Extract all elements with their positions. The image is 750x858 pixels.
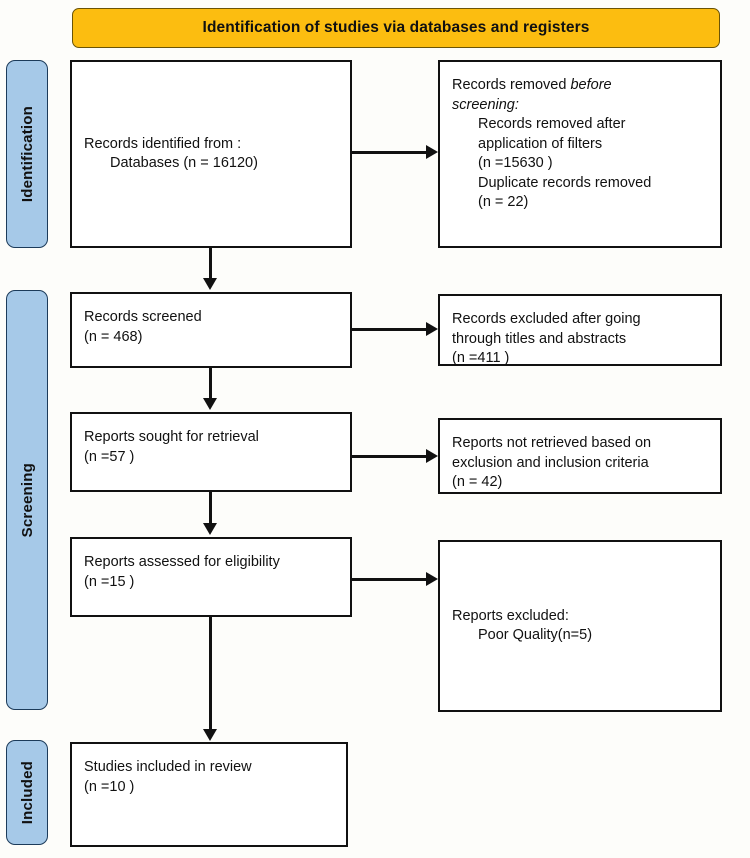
connector-screened-to-sought-arrow xyxy=(203,398,217,410)
records-excluded-line-1: Records excluded after going xyxy=(452,311,641,327)
studies-included-line-2: (n =10 ) xyxy=(84,778,135,795)
reports-assessed-line-1: Reports assessed for eligibility xyxy=(84,554,280,570)
diagram-title-text: Identification of studies via databases … xyxy=(202,19,590,36)
reports-excluded-line-2: Poor Quality(n=5) xyxy=(478,627,593,643)
connector-identified-to-screened-arrow xyxy=(203,278,217,290)
records-removed-line-1-plain: Records removed xyxy=(452,77,571,93)
box-reports-not-retrieved: Reports not retrieved based on exclusion… xyxy=(438,418,722,494)
connector-assessed-to-excluded-arrow xyxy=(426,571,438,586)
reports-not-retrieved-line-1: Reports not retrieved based on xyxy=(452,435,652,451)
records-removed-line-1-italic: before xyxy=(570,77,612,93)
records-removed-line-7: (n = 22) xyxy=(478,194,529,210)
connector-sought-to-assessed-arrow xyxy=(203,523,217,535)
box-studies-included: Studies included in review (n =10 ) xyxy=(70,742,348,847)
diagram-title-banner: Identification of studies via databases … xyxy=(72,8,720,48)
box-reports-sought: Reports sought for retrieval (n =57 ) xyxy=(70,412,352,492)
studies-included-line-1: Studies included in review xyxy=(84,759,252,775)
box-records-screened: Records screened (n = 468) xyxy=(70,292,352,368)
records-removed-line-1: Records removed before xyxy=(452,76,708,96)
connector-assessed-to-included-line xyxy=(209,617,212,729)
connector-assessed-to-excluded-line xyxy=(352,578,426,581)
connector-sought-to-assessed-line xyxy=(209,492,212,523)
connector-identified-to-removed-arrow xyxy=(426,144,438,159)
records-identified-line-2: Databases (n = 16120) xyxy=(110,155,258,171)
stage-rail-included-label: Included xyxy=(18,760,36,825)
reports-not-retrieved-line-3: (n = 42) xyxy=(452,474,503,490)
connector-identified-to-screened-line xyxy=(209,248,212,278)
reports-excluded-line-1: Reports excluded: xyxy=(452,607,569,624)
records-identified-line-1: Records identified from : xyxy=(84,135,242,152)
records-excluded-line-2: through titles and abstracts xyxy=(452,330,627,347)
reports-sought-line-2: (n =57 ) xyxy=(84,448,135,465)
stage-rail-identification: Identification xyxy=(6,60,48,248)
records-removed-line-3: Records removed after xyxy=(478,116,626,132)
connector-screened-to-sought-line xyxy=(209,368,212,398)
connector-screened-to-excluded-arrow xyxy=(426,321,438,336)
box-reports-assessed: Reports assessed for eligibility (n =15 … xyxy=(70,537,352,617)
connector-screened-to-excluded-line xyxy=(352,328,426,331)
stage-rail-screening: Screening xyxy=(6,290,48,710)
box-records-excluded-titles: Records excluded after going through tit… xyxy=(438,294,722,366)
records-removed-line-4: application of filters xyxy=(478,135,603,152)
connector-assessed-to-included-arrow xyxy=(203,729,217,741)
box-reports-excluded: Reports excluded: Poor Quality(n=5) xyxy=(438,540,722,712)
connector-sought-to-not-retrieved-line xyxy=(352,455,426,458)
reports-sought-line-1: Reports sought for retrieval xyxy=(84,429,259,445)
connector-identified-to-removed-line xyxy=(352,151,426,154)
records-screened-line-1: Records screened xyxy=(84,309,202,325)
reports-assessed-line-2: (n =15 ) xyxy=(84,573,135,590)
records-screened-line-2: (n = 468) xyxy=(84,328,143,345)
box-records-identified: Records identified from : Databases (n =… xyxy=(70,60,352,248)
reports-not-retrieved-line-2: exclusion and inclusion criteria xyxy=(452,454,649,471)
records-excluded-line-3: (n =411 ) xyxy=(452,350,510,366)
stage-rail-identification-label: Identification xyxy=(18,105,36,203)
connector-sought-to-not-retrieved-arrow xyxy=(426,448,438,463)
stage-rail-included: Included xyxy=(6,740,48,845)
stage-rail-screening-label: Screening xyxy=(18,462,36,538)
records-removed-line-2: screening: xyxy=(452,96,519,113)
records-removed-line-5: (n =15630 ) xyxy=(478,155,553,171)
box-records-removed-before-screening: Records removed before screening: Record… xyxy=(438,60,722,248)
records-removed-line-6: Duplicate records removed xyxy=(478,174,652,191)
